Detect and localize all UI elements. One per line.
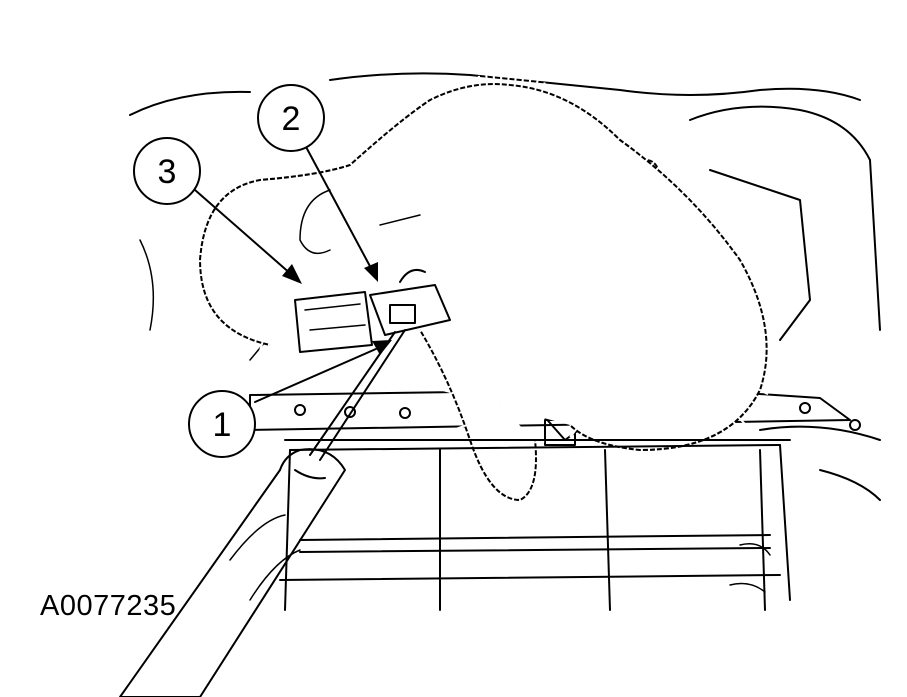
callout-number: 2 [282,100,301,138]
leader-line-1 [254,344,386,403]
plate-hole [344,406,356,418]
screwdriver [119,329,406,697]
callout-number: 1 [213,406,232,444]
callout-2: 2 [257,84,325,152]
figure-id-label: A0077235 [40,590,177,622]
callout-number: 3 [158,153,177,191]
callout-3: 3 [133,137,201,205]
plate-hole [294,404,306,416]
callout-leaders [194,144,392,403]
plate-hole [799,402,811,414]
callout-1: 1 [188,390,256,458]
arrowhead-2 [364,262,378,282]
housing-outline [129,72,881,501]
wire-rack [279,439,791,611]
plate-hole [849,419,861,431]
leader-line-2 [304,144,373,271]
arrowhead-1 [372,340,392,355]
arrowhead-3 [282,264,302,284]
leader-line-3 [194,189,293,276]
plate-hole [399,407,411,419]
wire-harness [190,75,776,510]
electrical-connector [294,269,451,353]
